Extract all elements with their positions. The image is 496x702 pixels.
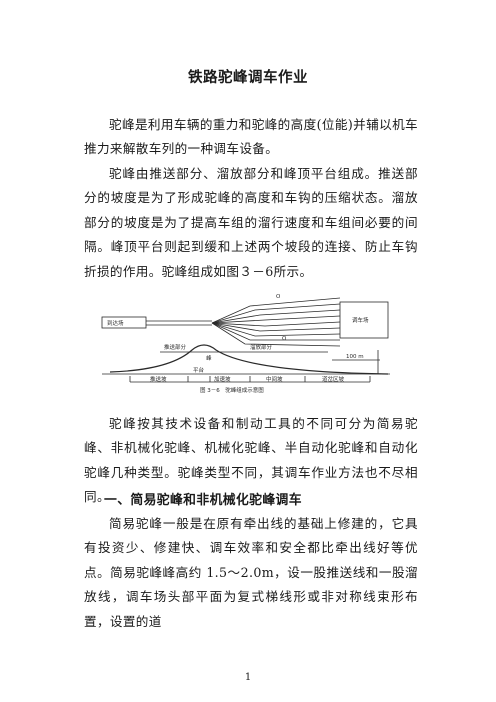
arrival-yard-box: [101, 316, 147, 329]
paragraph-simple-hump: 简易驼峰一般是在原有牵出线的基础上修建的，它具有投资少、修建快、调车效率和安全都…: [84, 516, 418, 629]
classification-yard-box: [339, 301, 389, 339]
platform-label: 平台: [193, 366, 205, 374]
page-number: 1: [244, 672, 252, 683]
rolling-section-label: 溜放部分: [250, 343, 273, 351]
push-slope-label: 推送坡: [150, 375, 167, 383]
hump-crest-label: 峰: [206, 354, 212, 362]
document-title: 铁路驼峰调车作业: [188, 70, 308, 86]
figure-caption: 图 3－6 驼峰组成示意图: [200, 386, 264, 394]
classification-track-fan: [211, 297, 341, 347]
paragraph-types: 驼峰按其技术设备和制动工具的不同可分为简易驼峰、非机械化驼峰、机械化驼峰、半自动…: [84, 416, 418, 505]
hump-profile-line: [109, 344, 389, 375]
paragraph-composition: 驼峰由推送部分、溜放部分和峰顶平台组成。推送部分的坡度是为了形成驼峰的高度和车钩…: [84, 166, 418, 279]
mid-slope-label: 中间坡: [266, 375, 283, 383]
slope-segment-boxes: [129, 376, 371, 383]
push-section-label: 推送部分: [164, 343, 187, 351]
classification-yard-label: 调车场: [352, 316, 369, 324]
hump-composition-figure: 到达场 调车场 推送部分 溜放部分 O O 100 m 峰 平台 推送坡 加速坡…: [101, 294, 390, 394]
section-heading: 一、简易驼峰和非机械化驼峰调车: [104, 493, 302, 508]
track-o-lower-label: O: [282, 336, 287, 342]
arrival-yard-label: 到达场: [107, 319, 124, 327]
track-o-upper-label: O: [276, 294, 281, 300]
distance-label: 100 m: [346, 354, 364, 360]
paragraph-intro: 驼峰是利用车辆的重力和驼峰的高度(位能)并辅以机车推力来解散车列的一种调车设备。: [84, 117, 418, 157]
switch-zone-slope-label: 道岔区坡: [322, 375, 345, 383]
accel-slope-label: 加速坡: [214, 375, 231, 383]
